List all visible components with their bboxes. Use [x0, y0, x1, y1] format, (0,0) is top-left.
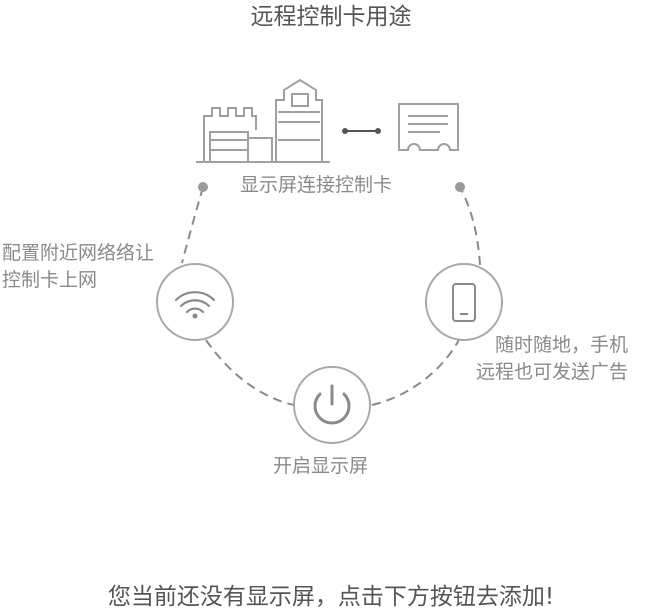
buildings-icon — [196, 78, 330, 163]
control-card-icon — [398, 103, 459, 151]
power-node — [293, 366, 371, 444]
step-phone-label: 随时随地，手机 远程也可发送广告 — [476, 332, 628, 386]
step-phone-line-2: 远程也可发送广告 — [476, 361, 629, 383]
power-icon — [313, 384, 351, 425]
page-title: 远程控制卡用途 — [250, 4, 412, 30]
wifi-node — [156, 263, 234, 341]
path-dot-right — [455, 182, 465, 192]
cycle-path — [181, 186, 481, 406]
link-icon — [342, 128, 381, 134]
step-connect-label: 显示屏连接控制卡 — [240, 174, 393, 196]
path-dot-left — [198, 182, 208, 192]
wifi-icon — [174, 291, 216, 314]
empty-state-message: 您当前还没有显示屏，点击下方按钮去添加! — [107, 584, 555, 610]
step-network-label: 配置附近网络络让 控制卡上网 — [2, 240, 154, 294]
step-phone-line-1: 随时随地，手机 — [495, 334, 629, 356]
step-power-label: 开启显示屏 — [273, 455, 369, 477]
phone-icon — [452, 283, 476, 322]
phone-node — [425, 263, 503, 341]
step-network-line-2: 控制卡上网 — [2, 269, 98, 291]
step-network-line-1: 配置附近网络络让 — [2, 242, 155, 264]
